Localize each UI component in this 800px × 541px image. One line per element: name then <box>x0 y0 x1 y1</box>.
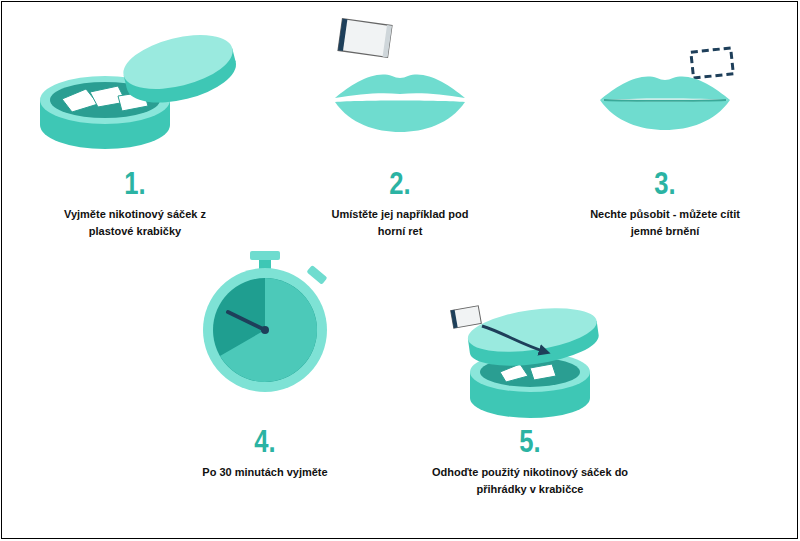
step-number: 4. <box>233 424 297 458</box>
stopwatch-hand <box>228 312 265 330</box>
pouch-outline <box>691 48 733 78</box>
lid-top <box>118 25 238 99</box>
step-number: 2. <box>368 166 432 200</box>
step-number: 1. <box>103 166 167 200</box>
lid-top <box>465 301 599 359</box>
step-number: 3. <box>633 166 697 200</box>
hand-hub <box>261 326 269 334</box>
stopwatch-case <box>203 268 327 392</box>
open-tin <box>40 25 242 149</box>
pouch-body <box>451 306 482 329</box>
stopwatch <box>203 251 328 392</box>
step-caption: Vyjměte nikotinový sáček z plastové krab… <box>56 206 214 240</box>
step-caption: Nechte působit - můžete cítit jemné brně… <box>580 206 750 240</box>
pouch-in-tin <box>500 364 528 382</box>
stopwatch-face <box>213 278 317 382</box>
pouch-body <box>338 19 392 58</box>
pouch-in-tin <box>530 364 556 380</box>
pouch <box>338 19 392 58</box>
side-button-cap <box>306 265 327 285</box>
tin-lid <box>118 25 242 112</box>
stopwatch-button <box>250 251 280 260</box>
lips-closed <box>600 48 733 130</box>
step-caption: Po 30 minutách vyjměte <box>155 464 375 481</box>
used-pouch <box>451 306 482 329</box>
step-caption: Umístěte jej například pod horní ret <box>325 206 475 240</box>
tin-lid <box>465 301 601 373</box>
disposal-tin <box>451 301 602 418</box>
lips-open <box>335 19 465 132</box>
upper-lip <box>600 77 730 100</box>
upper-lip <box>335 75 465 98</box>
time-sector <box>220 278 317 382</box>
lower-lip <box>335 101 465 133</box>
dashed-pouch <box>691 48 733 78</box>
step-number: 5. <box>498 424 562 458</box>
lower-lip <box>600 100 730 130</box>
step-caption: Odhoďte použitý nikotinový sáček do přih… <box>424 464 636 498</box>
pouch-edge <box>383 25 392 57</box>
lip-line <box>604 99 726 102</box>
insert-arrow <box>482 326 546 352</box>
pouch-edge <box>451 310 458 328</box>
side-button <box>306 265 327 285</box>
pouch-edge <box>338 19 347 51</box>
